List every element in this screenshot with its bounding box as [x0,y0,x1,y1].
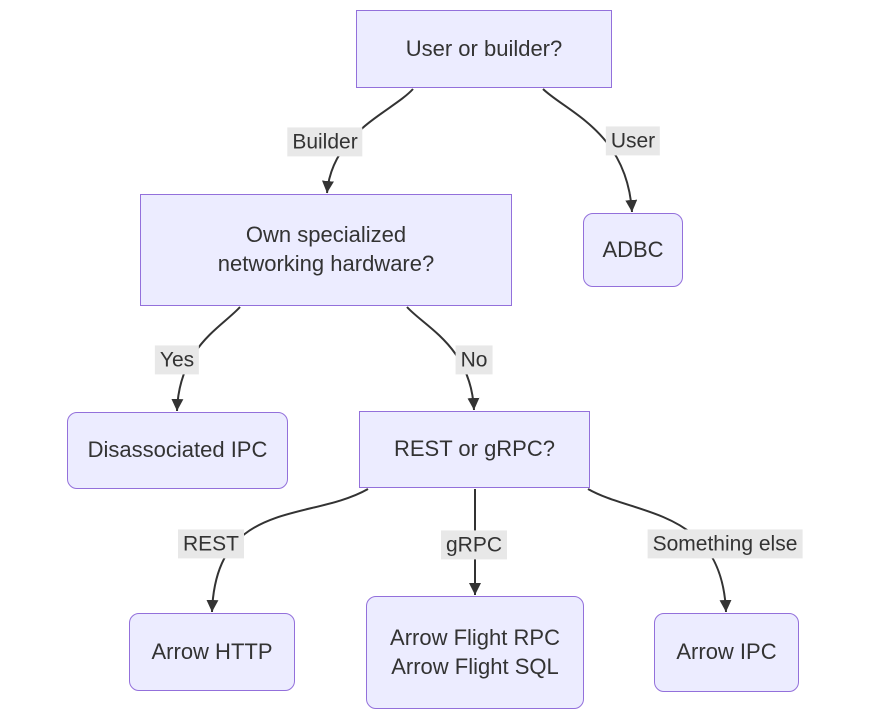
edge-yes [171,306,241,412]
node-adbc[interactable]: ADBC [583,213,683,287]
edge-label-user: User [605,126,661,156]
node-own-specialized-networking-hardware[interactable]: Own specialized networking hardware? [140,194,512,306]
node-disassociated-ipc[interactable]: Disassociated IPC [67,412,288,489]
node-arrow-flight[interactable]: Arrow Flight RPC Arrow Flight SQL [366,596,584,709]
edge-label-no: No [455,345,493,375]
node-user-or-builder[interactable]: User or builder? [356,10,612,88]
edge-rest [206,488,369,613]
edge-label-yes: Yes [154,345,200,375]
node-arrow-http[interactable]: Arrow HTTP [129,613,295,691]
node-arrow-ipc[interactable]: Arrow IPC [654,613,799,692]
node-rest-or-grpc[interactable]: REST or gRPC? [359,411,590,488]
edge-label-grpc: gRPC [440,530,508,560]
edge-something-else [587,488,732,613]
edge-user [542,88,638,213]
edge-no [406,306,480,411]
edge-builder [322,88,414,194]
edge-label-something-else: Something else [647,529,803,559]
edge-label-builder: Builder [287,127,363,157]
edge-label-rest: REST [177,529,245,559]
